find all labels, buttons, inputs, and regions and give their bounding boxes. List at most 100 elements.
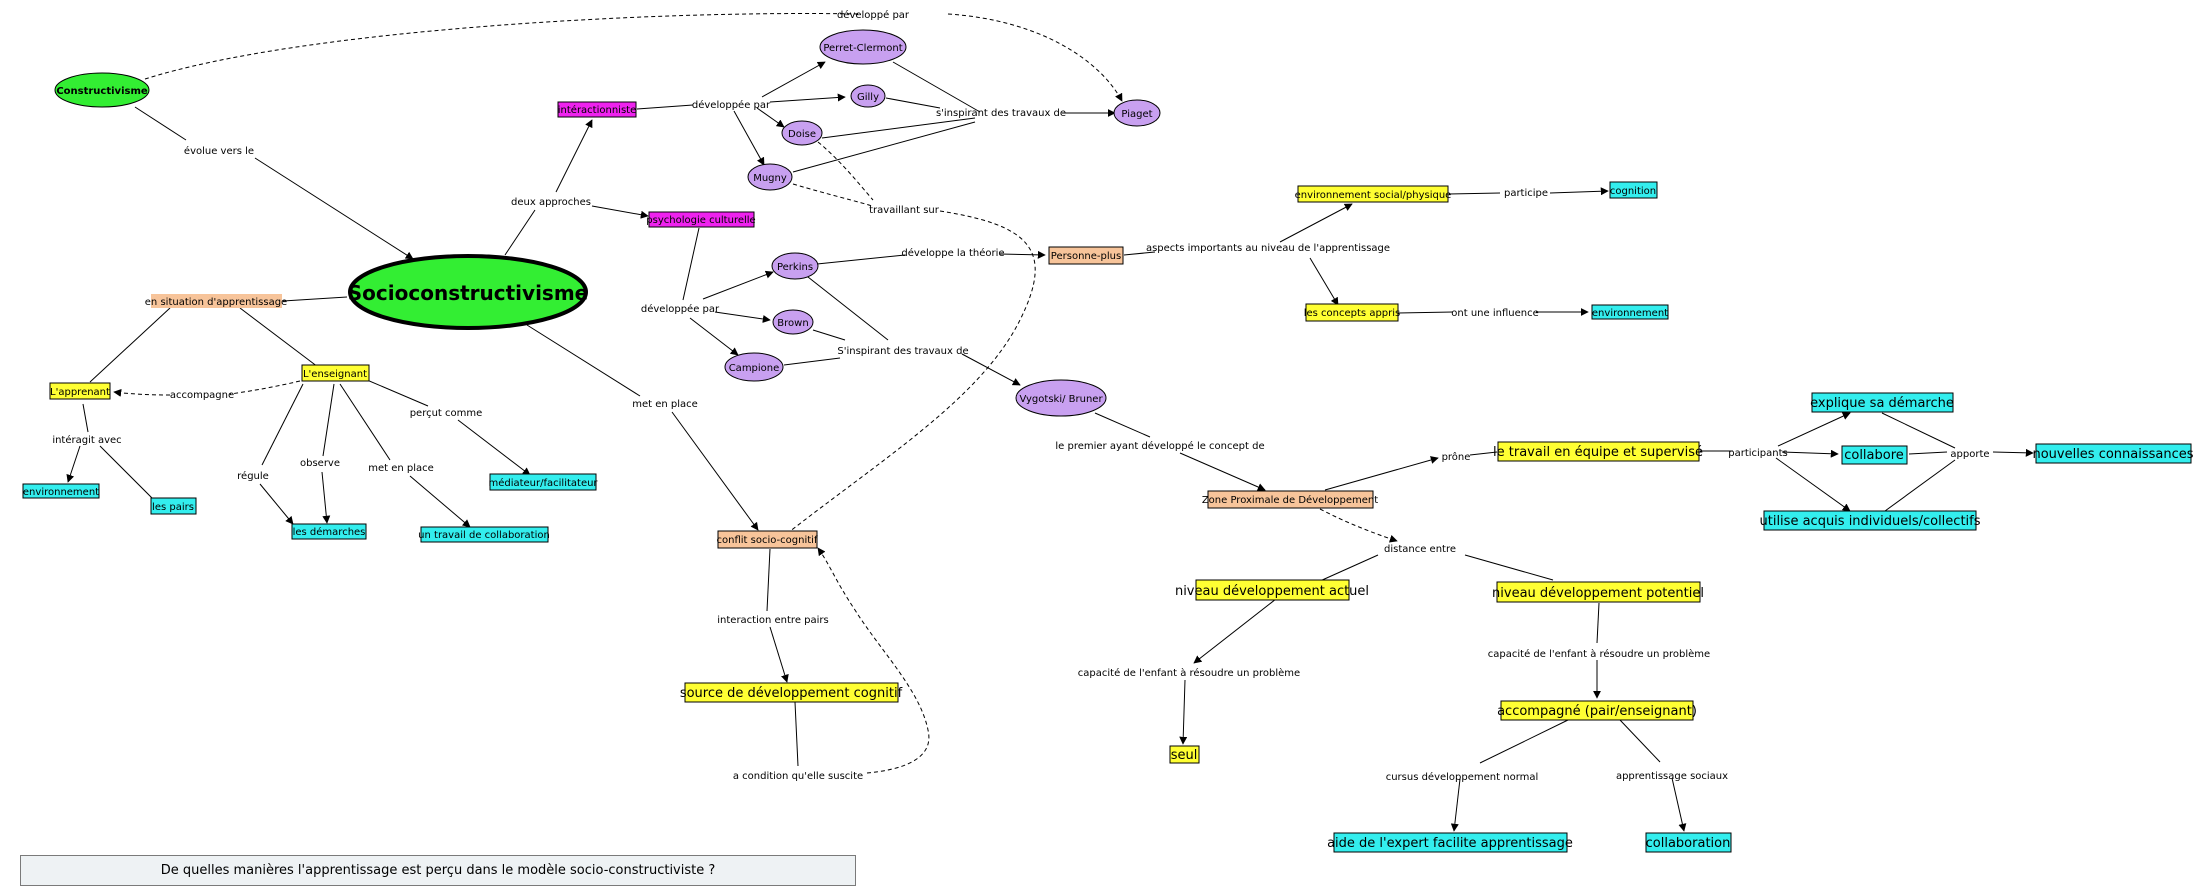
node-cognition[interactable]: cognition bbox=[1609, 181, 1658, 199]
node-enseignant[interactable]: L'enseignant bbox=[301, 364, 370, 382]
link-label-prone: prône bbox=[1442, 451, 1471, 463]
node-collaboration[interactable]: collaboration bbox=[1645, 832, 1732, 853]
node-pairs[interactable]: les pairs bbox=[150, 497, 197, 515]
link-label-percut: perçut comme bbox=[410, 408, 483, 419]
node-doise-label: Doise bbox=[788, 129, 816, 140]
node-niveau-actuel[interactable]: niveau développement actuel bbox=[1175, 579, 1369, 601]
node-seul[interactable]: seul bbox=[1169, 745, 1200, 764]
node-psychologie-culturelle-label: psychologie culturelle bbox=[646, 215, 755, 226]
node-piaget-label: Piaget bbox=[1121, 109, 1152, 120]
node-utilise[interactable]: utilise acquis individuels/collectifs bbox=[1760, 510, 1981, 531]
node-perkins[interactable]: Perkins bbox=[771, 252, 819, 280]
node-interactionniste[interactable]: intéractionniste bbox=[557, 101, 637, 118]
link-label-evolue: évolue vers le bbox=[184, 145, 254, 157]
node-env-social[interactable]: environnement social/physique bbox=[1295, 185, 1452, 203]
link-label-inspirant-1: s'inspirant des travaux de bbox=[936, 108, 1066, 119]
node-explique[interactable]: explique sa démarche bbox=[1810, 392, 1954, 413]
node-campione-label: Campione bbox=[729, 363, 780, 374]
link-label-cursus: cursus développement normal bbox=[1386, 771, 1539, 783]
link-label-premier: le premier ayant développé le concept de bbox=[1055, 440, 1264, 452]
node-campione[interactable]: Campione bbox=[724, 352, 784, 382]
node-vygotski-label: Vygotski/ Bruner bbox=[1019, 394, 1103, 405]
node-psychologie-culturelle[interactable]: psychologie culturelle bbox=[646, 211, 756, 228]
link-label-inspirant-2: S'inspirant des travaux de bbox=[837, 346, 968, 357]
node-cognition-label: cognition bbox=[1610, 186, 1656, 197]
node-nouvelles[interactable]: nouvelles connaissances bbox=[2032, 443, 2194, 464]
link-labels: développé par évolue vers le deux approc… bbox=[52, 9, 1989, 783]
node-mugny[interactable]: Mugny bbox=[747, 163, 793, 191]
link-label-met-en-place-2: met en place bbox=[632, 399, 698, 410]
node-conflit[interactable]: conflit socio-cognitif bbox=[717, 530, 818, 549]
node-perret-clermont[interactable]: Perret-Clermont bbox=[819, 29, 907, 65]
link-label-accompagne: accompagne bbox=[170, 390, 234, 401]
link-label-participants: participants bbox=[1728, 448, 1788, 459]
node-situation[interactable]: en situation d'apprentissage bbox=[145, 294, 287, 308]
node-source[interactable]: source de développement cognitif bbox=[680, 682, 903, 703]
link-label-developpe-par: développé par bbox=[837, 9, 910, 21]
link-label-distance: distance entre bbox=[1384, 544, 1456, 555]
node-conflit-label: conflit socio-cognitif bbox=[717, 535, 818, 546]
node-environnement-left-label: environnement bbox=[23, 487, 99, 498]
node-seul-label: seul bbox=[1171, 748, 1198, 763]
link-label-deux-approches: deux approches bbox=[511, 197, 591, 208]
node-travail-equipe[interactable]: le travail en équipe et supervisé bbox=[1493, 441, 1703, 462]
link-label-capacite-2: capacité de l'enfant à résoudre un probl… bbox=[1488, 648, 1710, 660]
node-accompagne[interactable]: accompagné (pair/enseignant) bbox=[1497, 700, 1697, 721]
link-label-interagit: intéragit avec bbox=[52, 434, 121, 446]
node-collab-work[interactable]: un travail de collaboration bbox=[418, 526, 550, 543]
link-label-influence: ont une influence bbox=[1451, 308, 1538, 319]
node-niveau-potentiel-label: niveau développement potentiel bbox=[1492, 586, 1704, 601]
node-source-label: source de développement cognitif bbox=[680, 686, 903, 701]
node-niveau-potentiel[interactable]: niveau développement potentiel bbox=[1492, 581, 1704, 603]
link-label-aspects: aspects importants au niveau de l'appren… bbox=[1146, 243, 1390, 254]
node-mediateur-label: médiateur/facilitateur bbox=[488, 477, 598, 489]
node-constructivisme[interactable]: Constructivisme bbox=[54, 72, 150, 108]
link-label-met-en-place-1: met en place bbox=[368, 463, 434, 474]
link-label-observe: observe bbox=[300, 458, 340, 469]
caption-text: De quelles manières l'apprentissage est … bbox=[160, 863, 716, 878]
node-apprenant[interactable]: L'apprenant bbox=[49, 382, 111, 400]
node-socioconstructivisme-label: Socioconstructivisme bbox=[348, 281, 588, 305]
link-label-regule: régule bbox=[237, 470, 269, 482]
node-concepts-appris[interactable]: les concepts appris bbox=[1304, 303, 1401, 322]
node-demarches-label: les démarches bbox=[293, 526, 366, 538]
node-personne-plus-label: Personne-plus bbox=[1051, 251, 1121, 262]
node-perkins-label: Perkins bbox=[777, 262, 813, 273]
link-label-apporte: apporte bbox=[1950, 449, 1989, 460]
node-collaboration-label: collaboration bbox=[1646, 836, 1731, 851]
node-mugny-label: Mugny bbox=[753, 173, 787, 184]
node-doise[interactable]: Doise bbox=[781, 120, 823, 146]
node-environnement-right[interactable]: environnement bbox=[1591, 304, 1669, 320]
link-label-participe: participe bbox=[1504, 188, 1548, 199]
node-piaget[interactable]: Piaget bbox=[1113, 99, 1161, 127]
link-label-travaillant-sur: travaillant sur bbox=[869, 205, 940, 216]
node-collabore[interactable]: collabore bbox=[1841, 445, 1908, 465]
node-zpd-label: Zone Proximale de Développement bbox=[1202, 494, 1378, 506]
node-aide-expert[interactable]: aide de l'expert facilite apprentissage bbox=[1327, 832, 1573, 853]
node-explique-label: explique sa démarche bbox=[1810, 396, 1954, 411]
node-utilise-label: utilise acquis individuels/collectifs bbox=[1760, 514, 1981, 529]
link-label-developpee-par-2: développée par bbox=[641, 303, 720, 315]
node-brown-label: Brown bbox=[777, 318, 808, 329]
node-environnement-right-label: environnement bbox=[1592, 308, 1668, 319]
caption-box: De quelles manières l'apprentissage est … bbox=[20, 855, 856, 886]
node-environnement-left[interactable]: environnement bbox=[22, 483, 100, 499]
node-zpd[interactable]: Zone Proximale de Développement bbox=[1202, 490, 1378, 509]
node-niveau-actuel-label: niveau développement actuel bbox=[1175, 584, 1369, 599]
node-personne-plus[interactable]: Personne-plus bbox=[1048, 246, 1124, 265]
node-env-social-label: environnement social/physique bbox=[1295, 190, 1452, 201]
node-gilly-label: Gilly bbox=[857, 92, 879, 103]
node-perret-clermont-label: Perret-Clermont bbox=[823, 43, 902, 54]
link-label-condition: a condition qu'elle suscite bbox=[733, 771, 863, 782]
node-situation-label: en situation d'apprentissage bbox=[145, 297, 287, 308]
node-socioconstructivisme[interactable]: Socioconstructivisme bbox=[348, 254, 588, 330]
node-gilly[interactable]: Gilly bbox=[850, 84, 886, 108]
node-demarches[interactable]: les démarches bbox=[291, 523, 367, 540]
node-vygotski[interactable]: Vygotski/ Bruner bbox=[1015, 379, 1107, 417]
node-mediateur[interactable]: médiateur/facilitateur bbox=[488, 473, 598, 491]
node-brown[interactable]: Brown bbox=[772, 309, 814, 335]
node-collab-work-label: un travail de collaboration bbox=[418, 530, 550, 541]
connectors bbox=[66, 13, 2034, 832]
link-label-capacite-1: capacité de l'enfant à résoudre un probl… bbox=[1078, 667, 1300, 679]
